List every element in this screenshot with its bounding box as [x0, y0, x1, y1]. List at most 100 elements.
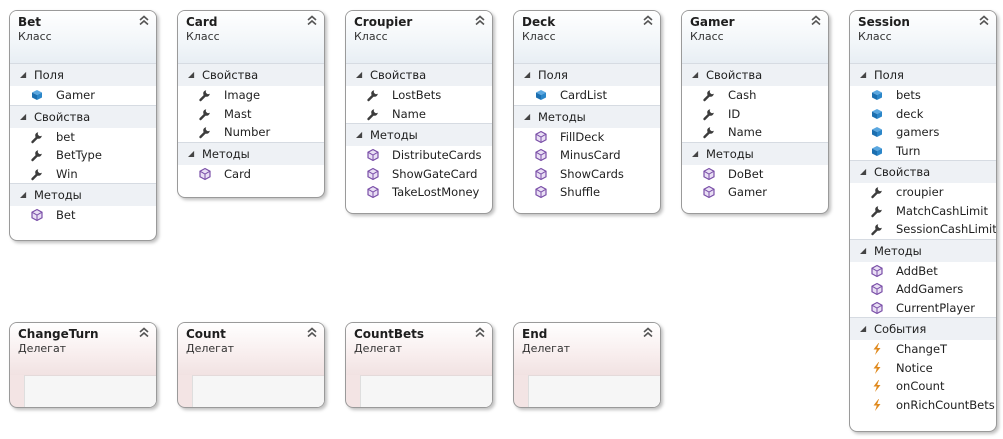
section-header[interactable]: ◢ Методы	[178, 141, 324, 165]
member-item[interactable]: TakeLostMoney	[346, 183, 492, 202]
member-item[interactable]: Win	[10, 165, 156, 184]
section-header[interactable]: ◢ События	[850, 317, 996, 340]
lightning-icon	[870, 361, 884, 375]
delegate-box-end[interactable]: End Делегат	[513, 322, 661, 408]
member-name: onRichCountBets	[896, 397, 995, 412]
section-header[interactable]: ◢ Методы	[682, 141, 828, 165]
member-item[interactable]: Image	[178, 86, 324, 105]
member-item[interactable]: onRichCountBets	[850, 396, 996, 415]
collapse-chevrons-icon[interactable]	[642, 326, 654, 340]
section-header[interactable]: ◢ Свойства	[10, 104, 156, 128]
section-header[interactable]: ◢ Методы	[514, 104, 660, 128]
member-item[interactable]: LostBets	[346, 86, 492, 105]
member-item[interactable]: Mast	[178, 105, 324, 124]
member-item[interactable]: Gamer	[10, 86, 156, 105]
expand-triangle-icon[interactable]: ◢	[860, 245, 867, 255]
member-item[interactable]: ChangeT	[850, 340, 996, 359]
section-header[interactable]: ◢ Методы	[10, 183, 156, 206]
member-item[interactable]: Cash	[682, 86, 828, 105]
member-item[interactable]: ShowCards	[514, 165, 660, 184]
class-box-gamer[interactable]: Gamer Класс ◢ Свойства Cash ID Name◢ Мет…	[681, 10, 829, 214]
member-name: Number	[224, 125, 271, 139]
collapse-chevrons-icon[interactable]	[138, 14, 150, 28]
member-item[interactable]: BetType	[10, 146, 156, 165]
expand-triangle-icon[interactable]: ◢	[692, 148, 699, 158]
expand-triangle-icon[interactable]: ◢	[356, 70, 363, 79]
member-item[interactable]: CardList	[514, 86, 660, 105]
member-item[interactable]: bets	[850, 86, 996, 105]
expand-triangle-icon[interactable]: ◢	[188, 148, 195, 158]
expand-triangle-icon[interactable]: ◢	[20, 70, 27, 79]
section-header[interactable]: ◢ Поля	[514, 63, 660, 86]
section-header[interactable]: ◢ Поля	[850, 63, 996, 86]
section-header[interactable]: ◢ Поля	[10, 63, 156, 86]
section-header[interactable]: ◢ Методы	[850, 238, 996, 262]
member-item[interactable]: SessionCashLimit	[850, 220, 996, 239]
lightning-icon	[870, 379, 884, 393]
expand-triangle-icon[interactable]: ◢	[524, 111, 531, 121]
delegate-box-countbets[interactable]: CountBets Делегат	[345, 322, 493, 408]
class-box-bet[interactable]: Bet Класс ◢ Поля Gamer◢ Свойства bet Bet…	[9, 10, 157, 241]
class-box-card[interactable]: Card Класс ◢ Свойства Image Mast Number◢…	[177, 10, 325, 198]
section-header[interactable]: ◢ Свойства	[682, 63, 828, 86]
section-header[interactable]: ◢ Свойства	[346, 63, 492, 86]
class-title: Card	[186, 15, 218, 29]
member-item[interactable]: deck	[850, 105, 996, 124]
member-item[interactable]: AddGamers	[850, 280, 996, 299]
section-label: Поля	[34, 68, 64, 82]
expand-triangle-icon[interactable]: ◢	[524, 70, 531, 79]
expand-triangle-icon[interactable]: ◢	[20, 190, 27, 199]
collapse-chevrons-icon[interactable]	[138, 326, 150, 340]
member-item[interactable]: Gamer	[682, 183, 828, 202]
delegate-box-changeturn[interactable]: ChangeTurn Делегат	[9, 322, 157, 408]
expand-triangle-icon[interactable]: ◢	[860, 167, 867, 176]
field-icon	[870, 144, 884, 158]
wrench-icon	[702, 88, 716, 102]
collapse-chevrons-icon[interactable]	[474, 14, 486, 28]
class-box-croupier[interactable]: Croupier Класс ◢ Свойства LostBets Name◢…	[345, 10, 493, 214]
expand-triangle-icon[interactable]: ◢	[860, 70, 867, 79]
member-item[interactable]: DistributeCards	[346, 146, 492, 165]
collapse-chevrons-icon[interactable]	[306, 14, 318, 28]
member-item[interactable]: croupier	[850, 183, 996, 202]
section-header[interactable]: ◢ Методы	[346, 123, 492, 146]
expand-triangle-icon[interactable]: ◢	[188, 70, 195, 79]
member-item[interactable]: MinusCard	[514, 146, 660, 165]
class-box-deck[interactable]: Deck Класс ◢ Поля CardList◢ Методы FillD…	[513, 10, 661, 214]
member-item[interactable]: gamers	[850, 123, 996, 142]
class-box-session[interactable]: Session Класс ◢ Поля bets deck gamers	[849, 10, 997, 432]
member-item[interactable]: CurrentPlayer	[850, 299, 996, 318]
delegate-box-count[interactable]: Count Делегат	[177, 322, 325, 408]
expand-triangle-icon[interactable]: ◢	[356, 130, 363, 139]
member-item[interactable]: Number	[178, 123, 324, 142]
section-header[interactable]: ◢ Свойства	[178, 63, 324, 86]
collapse-chevrons-icon[interactable]	[978, 14, 990, 28]
member-name: ChangeT	[896, 342, 948, 356]
member-item[interactable]: ID	[682, 105, 828, 124]
member-item[interactable]: AddBet	[850, 262, 996, 281]
member-item[interactable]: ShowGateCard	[346, 165, 492, 184]
member-item[interactable]: MatchCashLimit	[850, 202, 996, 221]
collapse-chevrons-icon[interactable]	[474, 326, 486, 340]
expand-triangle-icon[interactable]: ◢	[692, 70, 699, 79]
member-item[interactable]: DoBet	[682, 165, 828, 184]
member-item[interactable]: Notice	[850, 359, 996, 378]
member-item[interactable]: Shuffle	[514, 183, 660, 202]
expand-triangle-icon[interactable]: ◢	[20, 111, 27, 121]
member-item[interactable]: onCount	[850, 377, 996, 396]
member-item[interactable]: FillDeck	[514, 128, 660, 147]
expand-triangle-icon[interactable]: ◢	[860, 324, 867, 333]
wrench-icon	[30, 148, 44, 162]
member-item[interactable]: Name	[682, 123, 828, 142]
member-item[interactable]: Name	[346, 105, 492, 124]
member-item[interactable]: Bet	[10, 206, 156, 225]
member-item[interactable]: Turn	[850, 142, 996, 161]
collapse-chevrons-icon[interactable]	[642, 14, 654, 28]
section-header[interactable]: ◢ Свойства	[850, 160, 996, 183]
collapse-chevrons-icon[interactable]	[810, 14, 822, 28]
collapse-chevrons-icon[interactable]	[306, 326, 318, 340]
wrench-icon	[870, 185, 884, 199]
member-item[interactable]: Card	[178, 165, 324, 184]
member-item[interactable]: bet	[10, 128, 156, 147]
section-label: Поля	[538, 68, 568, 82]
